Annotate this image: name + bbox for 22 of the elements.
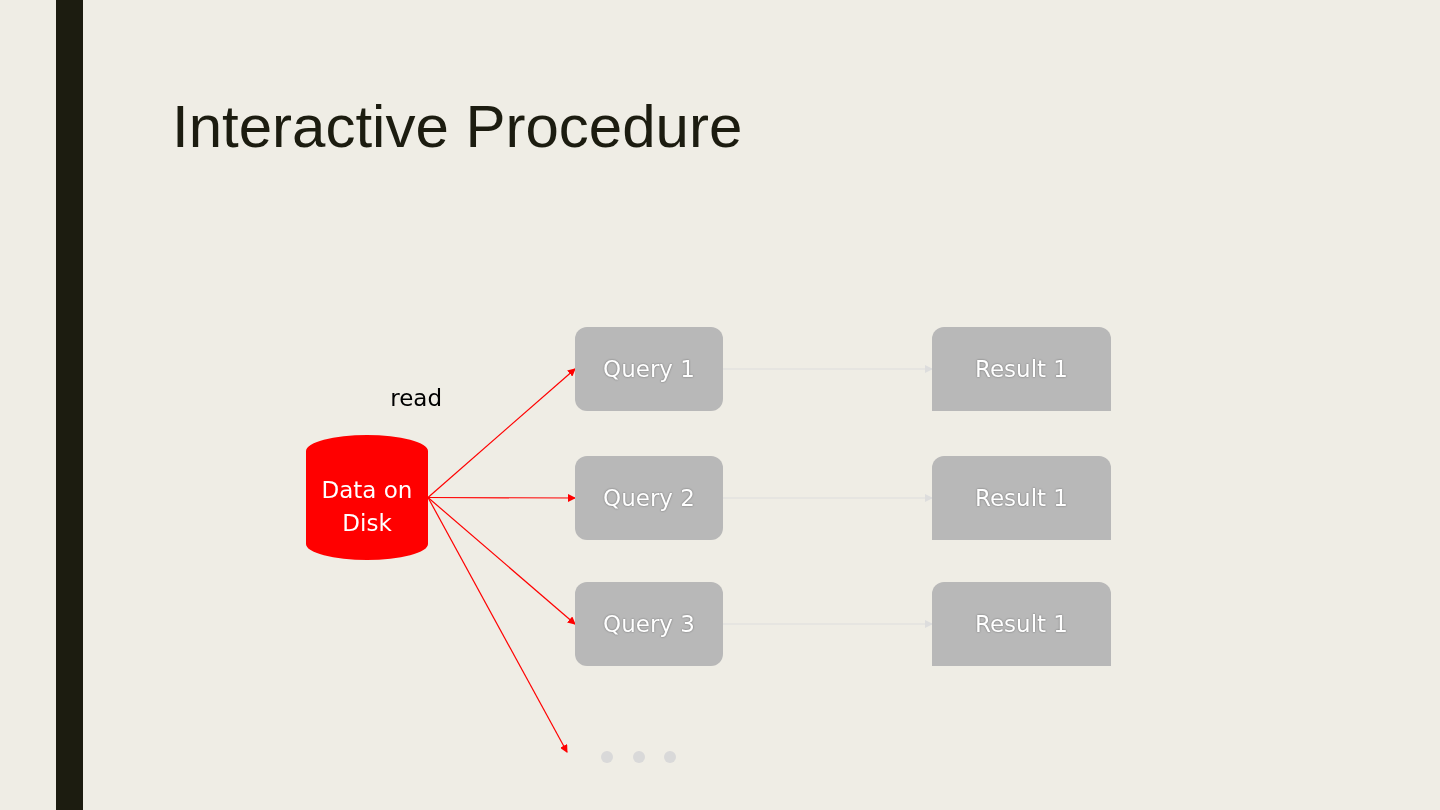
arrow bbox=[722, 494, 933, 502]
node-label: Result 1 bbox=[975, 483, 1068, 513]
query-box bbox=[575, 327, 723, 411]
node-label: Result 1 bbox=[975, 354, 1068, 384]
node-label: Query 1 bbox=[603, 354, 695, 384]
query-box bbox=[575, 582, 723, 666]
query-box bbox=[575, 456, 723, 540]
node-label: Result 1 bbox=[975, 609, 1068, 639]
database-cylinder bbox=[306, 435, 428, 560]
arrow bbox=[427, 496, 576, 625]
result-box bbox=[932, 456, 1111, 540]
arrow bbox=[427, 494, 576, 502]
result-box bbox=[932, 582, 1111, 666]
node-label: Data on Disk bbox=[320, 476, 414, 538]
arrow bbox=[427, 368, 576, 499]
arrow bbox=[722, 620, 933, 628]
result-box bbox=[932, 327, 1111, 411]
arrow bbox=[722, 365, 933, 373]
node-label: Query 3 bbox=[603, 609, 695, 639]
slide-title: Interactive Procedure bbox=[172, 92, 743, 161]
node-label: Query 2 bbox=[603, 483, 695, 513]
annotation-text: read bbox=[389, 385, 442, 411]
